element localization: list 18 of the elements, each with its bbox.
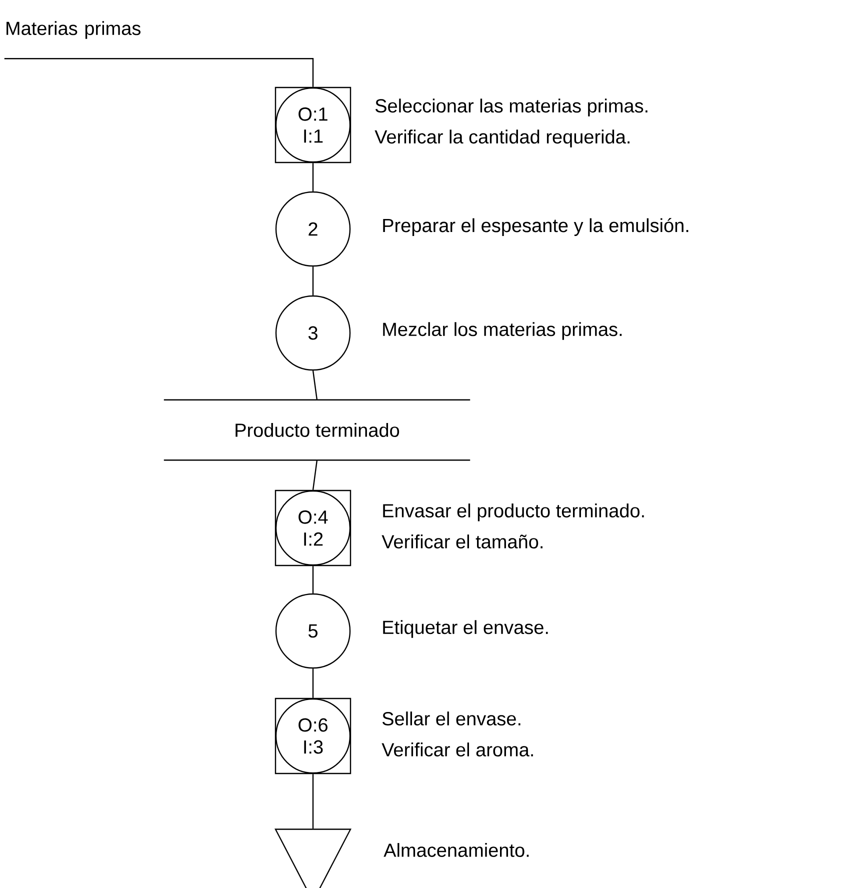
step-description: Almacenamiento. bbox=[384, 843, 529, 857]
connector-line bbox=[312, 566, 314, 594]
step-description: Preparar el espesante y la emulsión. bbox=[383, 218, 688, 236]
input-label: Materias primas bbox=[6, 21, 140, 39]
step-description: Seleccionar las materias primas. Verificar la cantidad requerida. bbox=[374, 98, 648, 148]
step-description: Envasar el producto terminado. Verificar el tamaño. bbox=[382, 504, 644, 548]
storage-triangle bbox=[274, 828, 352, 888]
connector-line bbox=[312, 668, 314, 698]
stage-band: Producto terminado bbox=[164, 399, 470, 461]
connector-line bbox=[312, 460, 318, 490]
connector-line bbox=[312, 774, 314, 829]
connector-line bbox=[312, 370, 318, 400]
step-description: Sellar el envase. Verificar el aroma. bbox=[382, 712, 533, 756]
connector-line bbox=[312, 266, 314, 296]
step-description: Mezclar los materias primas. bbox=[383, 322, 622, 340]
connector-line bbox=[4, 58, 314, 87]
connector-line bbox=[312, 163, 314, 192]
step-description: Etiquetar el envase. bbox=[383, 620, 548, 638]
